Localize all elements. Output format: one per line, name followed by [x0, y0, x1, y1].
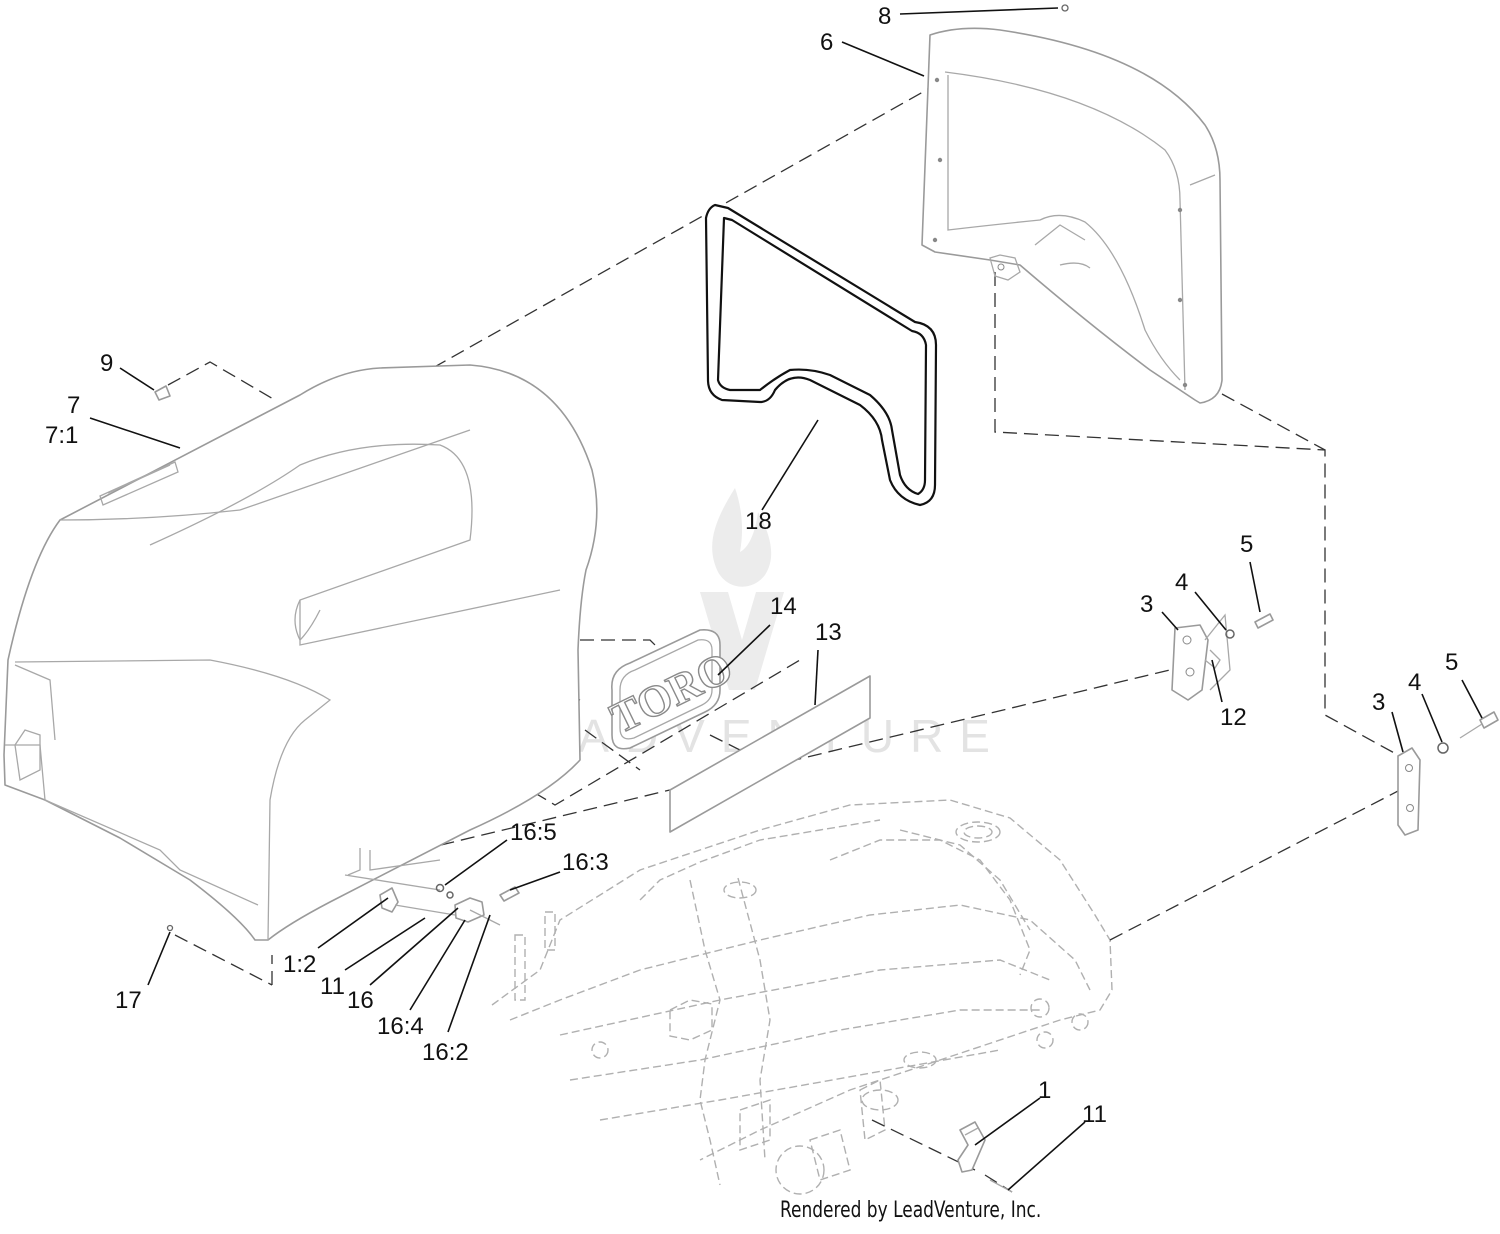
callout-16-3: 16:3 [562, 849, 609, 876]
callout-16: 16 [347, 987, 374, 1014]
callout-3-upper: 3 [1140, 591, 1153, 618]
callout-7-1: 7:1 [45, 422, 78, 449]
callout-labels: 8 6 9 7 7:1 18 14 13 3 4 5 12 3 4 5 16:5… [45, 3, 1458, 1128]
callout-5-upper: 5 [1240, 531, 1253, 558]
flame-logo-icon [700, 488, 784, 690]
part-18-seal [704, 203, 938, 507]
callout-16-2: 16:2 [422, 1039, 469, 1066]
part-6-rear-panel [921, 27, 1223, 404]
callout-13: 13 [815, 619, 842, 646]
callout-17: 17 [115, 987, 142, 1014]
callout-4-lower: 4 [1408, 669, 1421, 696]
callout-1-2: 1:2 [283, 951, 316, 978]
part-7-hood [3, 364, 598, 941]
callout-18: 18 [745, 508, 772, 535]
callout-1: 1 [1038, 1077, 1051, 1104]
part-13-decal [669, 675, 871, 833]
callout-8: 8 [878, 3, 891, 30]
hardware-right [1171, 613, 1499, 836]
latch-hardware [154, 4, 1069, 932]
leader-lines [89, 7, 1483, 1191]
callout-5-lower: 5 [1445, 649, 1458, 676]
callout-11-upper: 11 [320, 973, 345, 1000]
callout-4-upper: 4 [1175, 569, 1188, 596]
callout-16-5: 16:5 [510, 819, 557, 846]
callout-14: 14 [770, 593, 797, 620]
callout-7: 7 [67, 392, 80, 419]
part-1-latch [957, 1121, 1013, 1193]
render-credit: Rendered by LeadVenture, Inc. [780, 1198, 1042, 1223]
callout-6: 6 [820, 29, 833, 56]
callout-12: 12 [1220, 704, 1247, 731]
callout-16-4: 16:4 [377, 1013, 424, 1040]
callout-3-lower: 3 [1372, 689, 1385, 716]
callout-9: 9 [100, 350, 113, 377]
mower-frame [491, 799, 1113, 1195]
callout-11-lower: 11 [1082, 1101, 1107, 1128]
